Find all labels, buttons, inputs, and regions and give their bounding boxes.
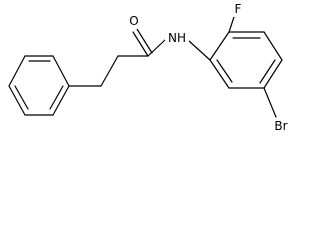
carbonyl-bond xyxy=(132,31,149,57)
atom-labels: O NH F Br xyxy=(128,1,292,134)
carbonyl-bond xyxy=(136,28,153,54)
fluorobromophenyl-ring xyxy=(209,13,283,118)
bond xyxy=(263,87,277,118)
fluorine-atom-label: F xyxy=(235,2,242,16)
propanamide-chain xyxy=(68,28,211,87)
oxygen-atom-label: O xyxy=(129,14,138,28)
bond xyxy=(8,85,26,116)
bond xyxy=(147,39,166,57)
bond xyxy=(8,55,26,87)
bond xyxy=(52,55,70,87)
bond xyxy=(209,59,230,89)
bond xyxy=(263,59,283,89)
double-bond-inner xyxy=(49,85,64,110)
bond xyxy=(263,31,283,61)
phenyl-ring xyxy=(8,55,70,116)
bromine-atom-label: Br xyxy=(274,119,287,133)
double-bond-inner xyxy=(216,59,233,83)
bond xyxy=(52,85,70,116)
bond xyxy=(209,31,230,61)
double-bond-inner xyxy=(14,85,29,110)
double-bond-inner xyxy=(259,59,276,84)
nh-atom-label: NH xyxy=(168,31,186,45)
bond xyxy=(188,40,211,61)
molecule-structure: O NH F Br xyxy=(8,1,292,134)
bond xyxy=(100,55,119,87)
